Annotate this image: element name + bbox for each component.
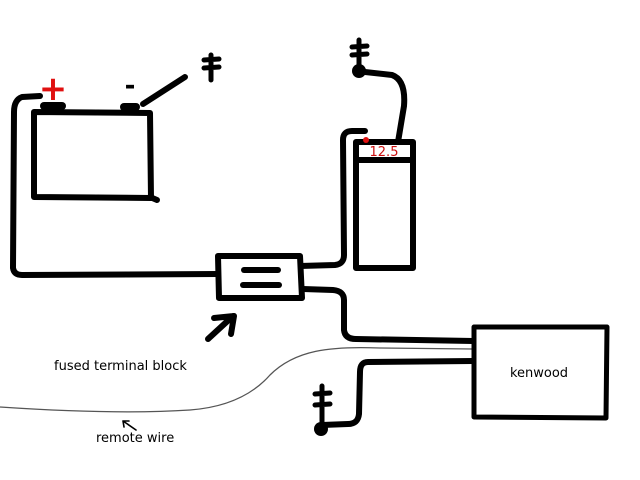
capacitor-body-icon [353,139,416,271]
capacitor: 12.5 [353,137,416,271]
fused-terminal-block [205,253,305,342]
remote-wire [0,346,474,431]
battery-negative-label: - [125,71,136,101]
battery-positive-label: + [39,69,68,109]
ground-battery [201,52,222,83]
ground-top [349,37,370,78]
fuse-block-pointer-arrow-icon [205,313,237,342]
ground-terminal-icon [352,64,366,78]
ground-icon [201,52,222,83]
remote-wire-line [0,346,474,413]
ground-terminal-icon [314,422,328,436]
fuse-to-amplifier-wire [300,286,476,344]
negative-to-ground-wire [140,74,188,107]
capacitor-positive-marker-icon [363,137,369,143]
battery-to-fuse-wire [10,93,221,278]
fuse-block-body-icon [215,253,305,301]
battery-right-edge-icon [147,194,160,203]
fuse-block-label: fused terminal block [54,359,187,374]
capacitor-value-label: 12.5 [370,145,399,160]
remote-wire-pointer-icon [122,420,137,431]
remote-wire-label: remote wire [96,431,174,446]
ground-icon [349,37,370,69]
capacitor-to-ground-wire [353,68,408,145]
wires [10,68,476,428]
ground-bottom [312,383,333,436]
amplifier: kenwood [471,324,610,421]
battery-body-icon [31,109,154,201]
amplifier-box-icon [471,324,610,421]
amplifier-to-ground-wire [319,358,476,428]
fuse-to-capacitor-wire [297,128,368,269]
battery: + - [31,69,160,203]
amplifier-label: kenwood [510,366,568,381]
ground-icon [312,383,333,425]
